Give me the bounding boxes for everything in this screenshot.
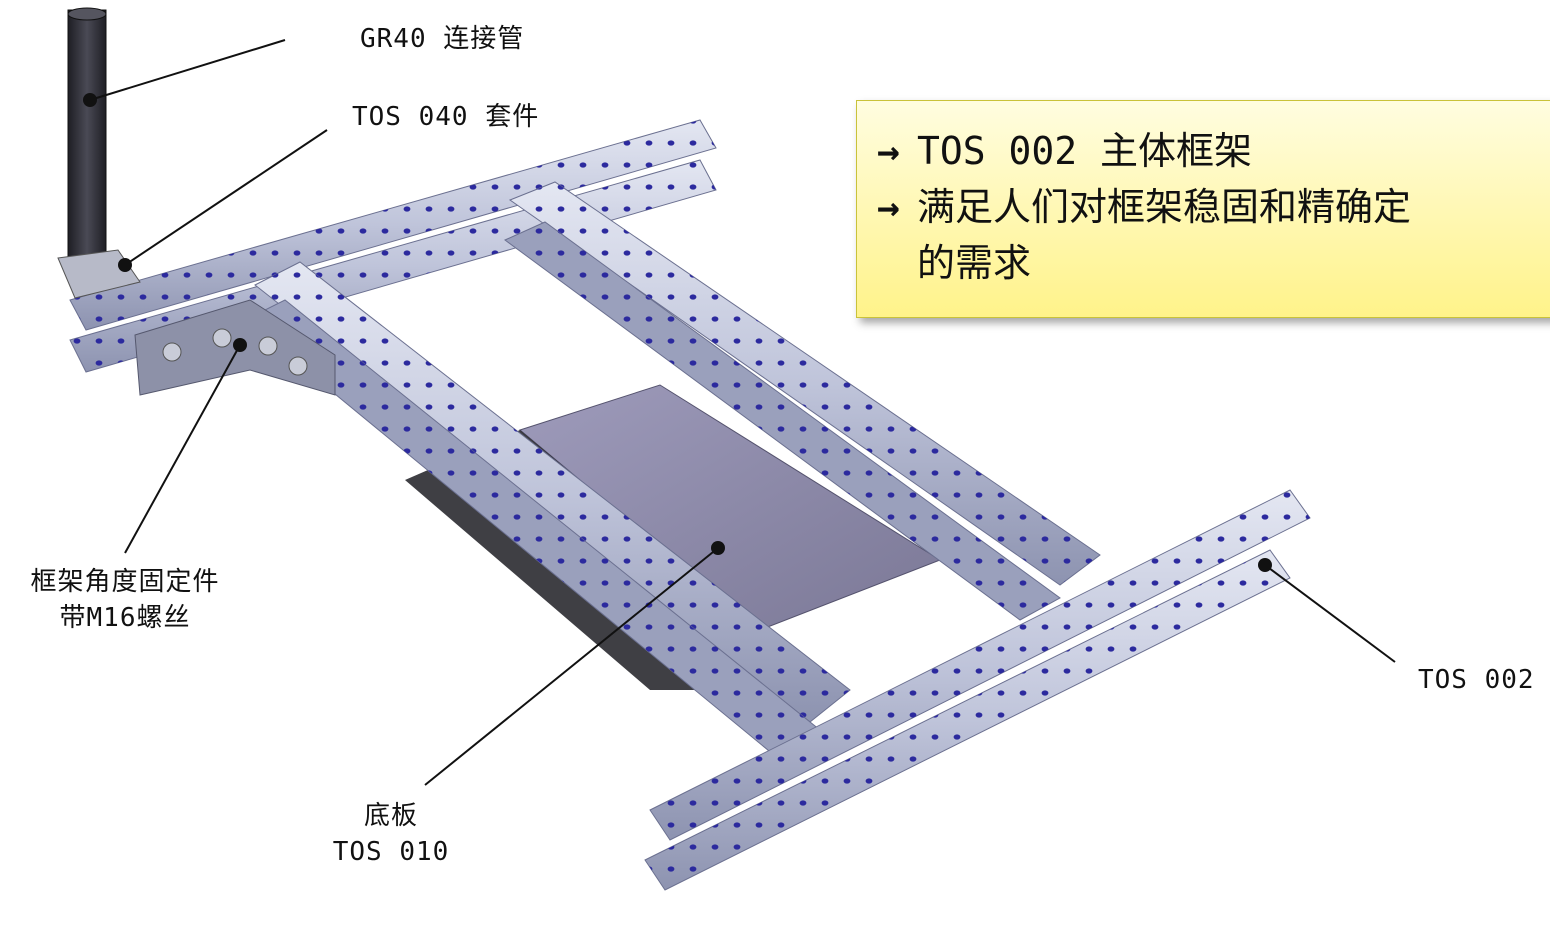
connector-post (57, 7, 141, 299)
right-side-tube (504, 181, 1101, 621)
leader-base-plate (424, 547, 719, 786)
label-kit: TOS 040 套件 (352, 102, 540, 132)
label-corner-fixture: 框架角度固定件 带M16螺丝 (12, 564, 238, 636)
label-base-plate-line1: 底板 (363, 801, 418, 831)
left-side-tube (244, 261, 851, 761)
front-cross-tube (644, 489, 1311, 891)
label-tube-right: TOS 002 (1418, 665, 1535, 695)
label-connector-tube: GR40 连接管 (360, 24, 525, 54)
leader-connector-tube (89, 39, 286, 101)
callout-line-2: 满足人们对框架稳固和精确定 (917, 185, 1412, 229)
label-base-plate-line2: TOS 010 (332, 837, 450, 867)
callout-box: → TOS 002 主体框架 → 满足人们对框架稳固和精确定 的需求 (856, 100, 1550, 318)
leader-lines (89, 39, 1396, 786)
leader-kit (124, 129, 328, 266)
label-corner-fixture-line2: 带M16螺丝 (59, 603, 191, 633)
callout-line-3: 的需求 (917, 241, 1032, 285)
leader-corner-fixture (124, 344, 241, 554)
label-corner-fixture-line1: 框架角度固定件 (30, 567, 220, 597)
arrow-icon: → (877, 129, 900, 173)
arrow-icon: → (877, 185, 900, 229)
callout-line-1: TOS 002 主体框架 (917, 129, 1253, 173)
label-base-plate: 底板 TOS 010 (326, 798, 456, 870)
callout-bullet-2: → 满足人们对框架稳固和精确定 的需求 (877, 179, 1550, 291)
callout-bullet-1: → TOS 002 主体框架 (877, 123, 1550, 179)
leader-tube-right (1264, 564, 1396, 663)
leader-dots (83, 93, 1272, 572)
